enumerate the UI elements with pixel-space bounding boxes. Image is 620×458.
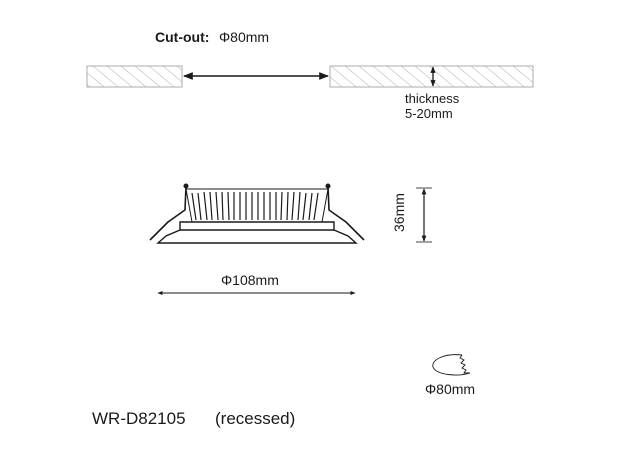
thickness-range: 5-20mm <box>405 106 453 121</box>
cutout-label: Cut-out: <box>155 29 209 45</box>
hole-saw-icon <box>432 354 471 376</box>
model-note: (recessed) <box>215 409 295 428</box>
ceiling-panel-left <box>86 65 183 88</box>
downlight-profile <box>149 183 365 244</box>
thickness-label: thickness <box>405 91 460 106</box>
model-number: WR-D82105 <box>92 409 186 428</box>
saw-size-label: Φ80mm <box>425 381 475 397</box>
cutout-value: Φ80mm <box>219 29 269 45</box>
diameter-label: Φ108mm <box>221 272 279 288</box>
ceiling-panel-right <box>329 65 534 88</box>
height-label: 36mm <box>391 193 407 232</box>
